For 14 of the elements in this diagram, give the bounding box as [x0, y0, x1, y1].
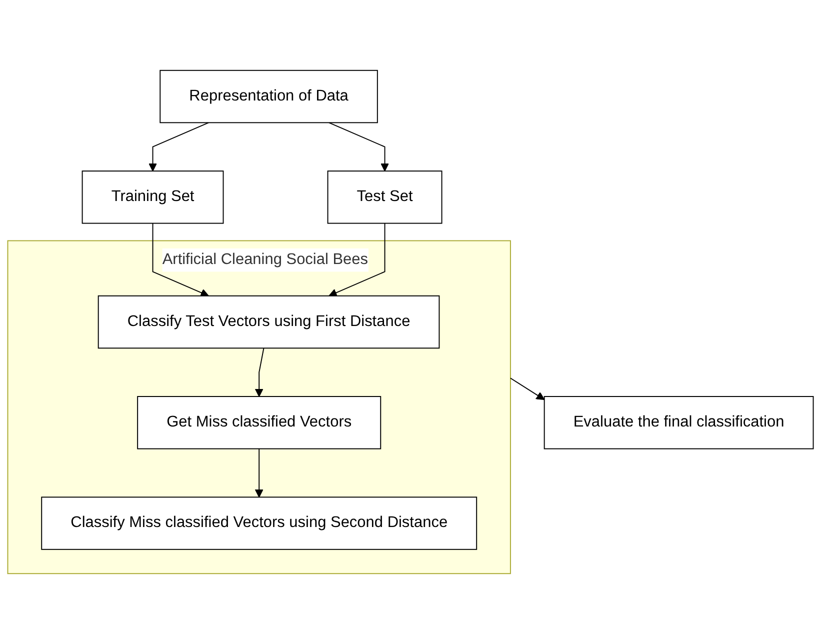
arrow: [328, 122, 390, 172]
node-box: Test Set: [327, 170, 442, 224]
arrow: [510, 378, 545, 400]
node-box: Evaluate the final classification: [544, 396, 814, 450]
arrow: [152, 222, 209, 297]
arrow: [328, 222, 386, 297]
node-box: Classify Miss classified Vectors using Second Distance: [41, 496, 478, 550]
node-box: Classify Test Vectors using First Distance: [98, 295, 440, 349]
arrow: [254, 448, 264, 498]
node-box: Training Set: [82, 170, 224, 224]
arrow: [148, 122, 210, 172]
node-box: Representation of Data: [160, 70, 378, 124]
arrow: [254, 348, 264, 397]
node-box: Get Miss classified Vectors: [137, 396, 382, 450]
